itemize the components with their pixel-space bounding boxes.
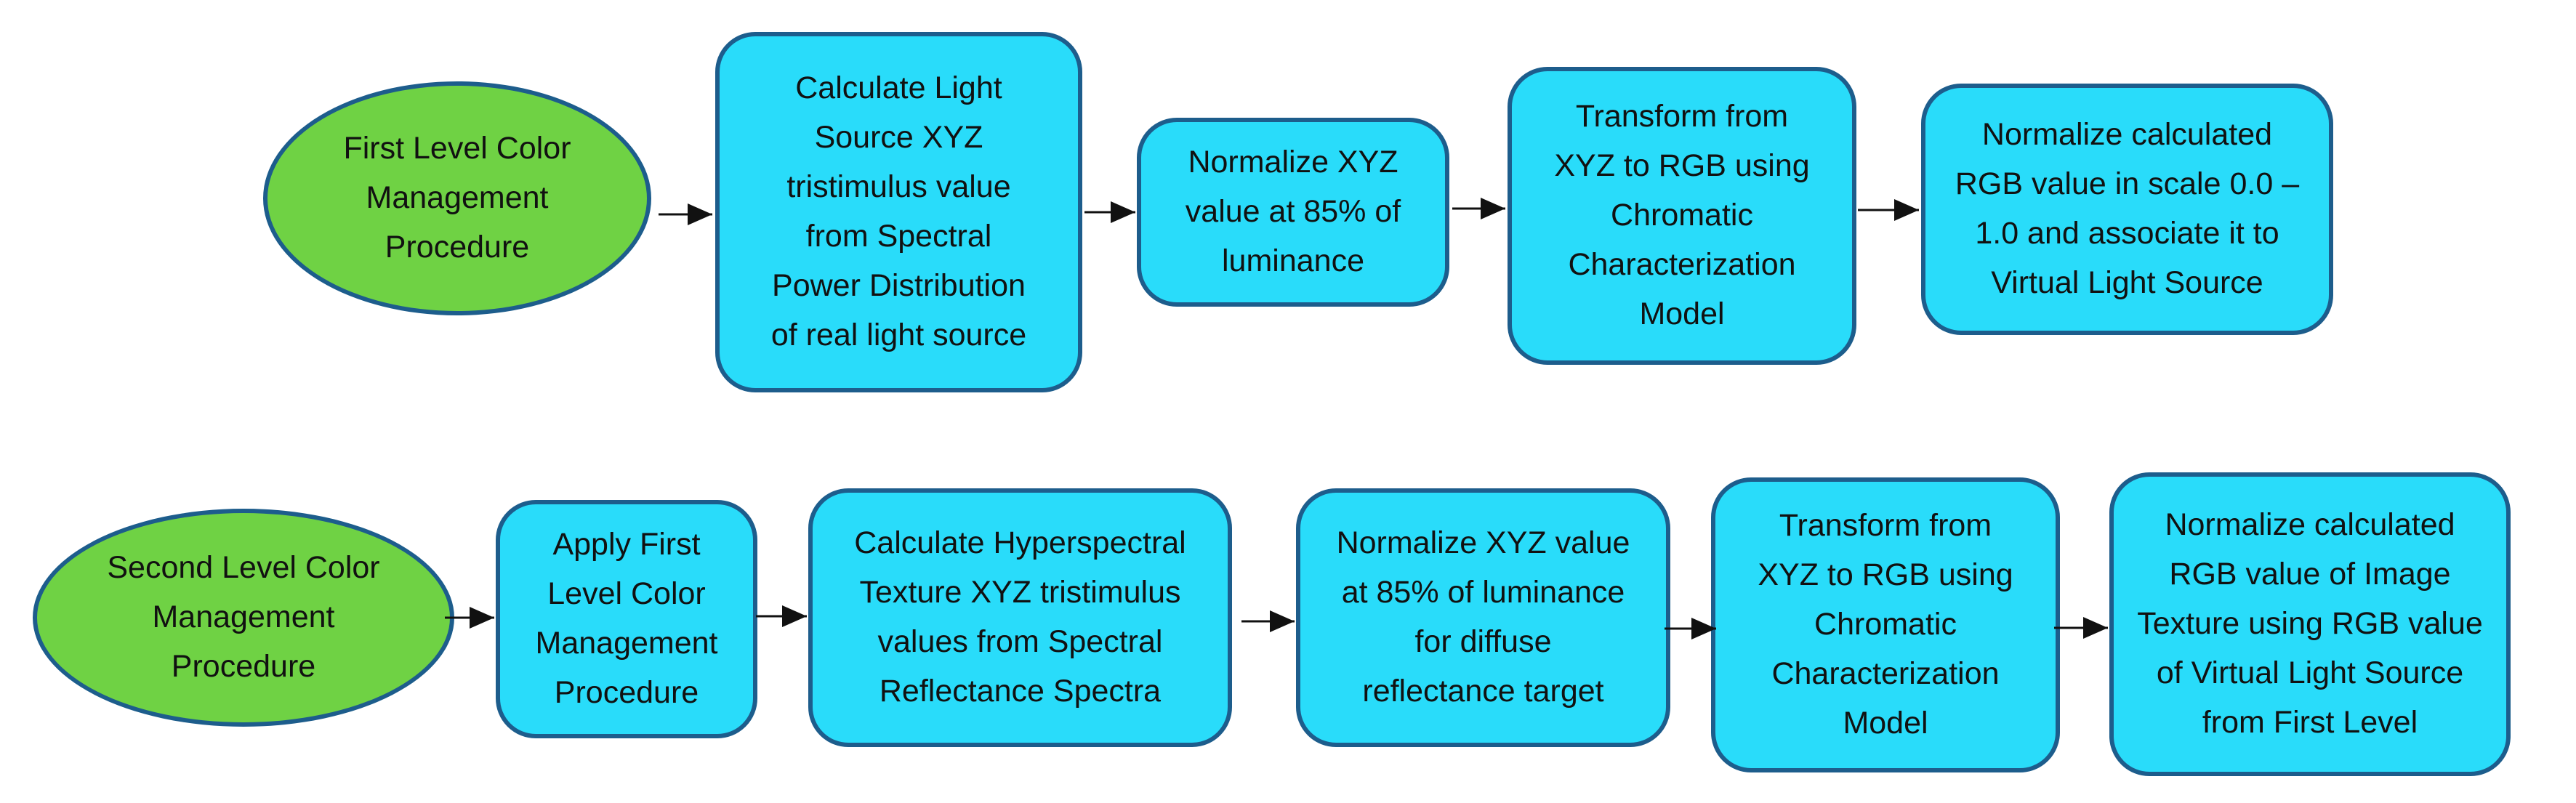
calculate-hyperspectral-texture-step: Calculate Hyperspectral Texture XYZ tris… [808, 488, 1232, 747]
apply-first-level-step: Apply First Level Color Management Proce… [496, 500, 757, 738]
calculate-light-source-xyz-step: Calculate Light Source XYZ tristimulus v… [715, 32, 1082, 392]
normalize-xyz-step: Normalize XYZ value at 85% of luminance [1137, 118, 1449, 307]
first-level-start-node: First Level Color Management Procedure [263, 81, 651, 315]
normalize-rgb-virtual-light-step: Normalize calculated RGB value in scale … [1921, 84, 2333, 335]
transform-xyz-to-rgb-step: Transform from XYZ to RGB using Chromati… [1508, 67, 1856, 365]
transform-xyz-to-rgb-row2-step: Transform from XYZ to RGB using Chromati… [1711, 477, 2060, 772]
normalize-xyz-diffuse-step: Normalize XYZ value at 85% of luminance … [1296, 488, 1670, 747]
normalize-rgb-image-texture-step: Normalize calculated RGB value of Image … [2109, 472, 2511, 776]
